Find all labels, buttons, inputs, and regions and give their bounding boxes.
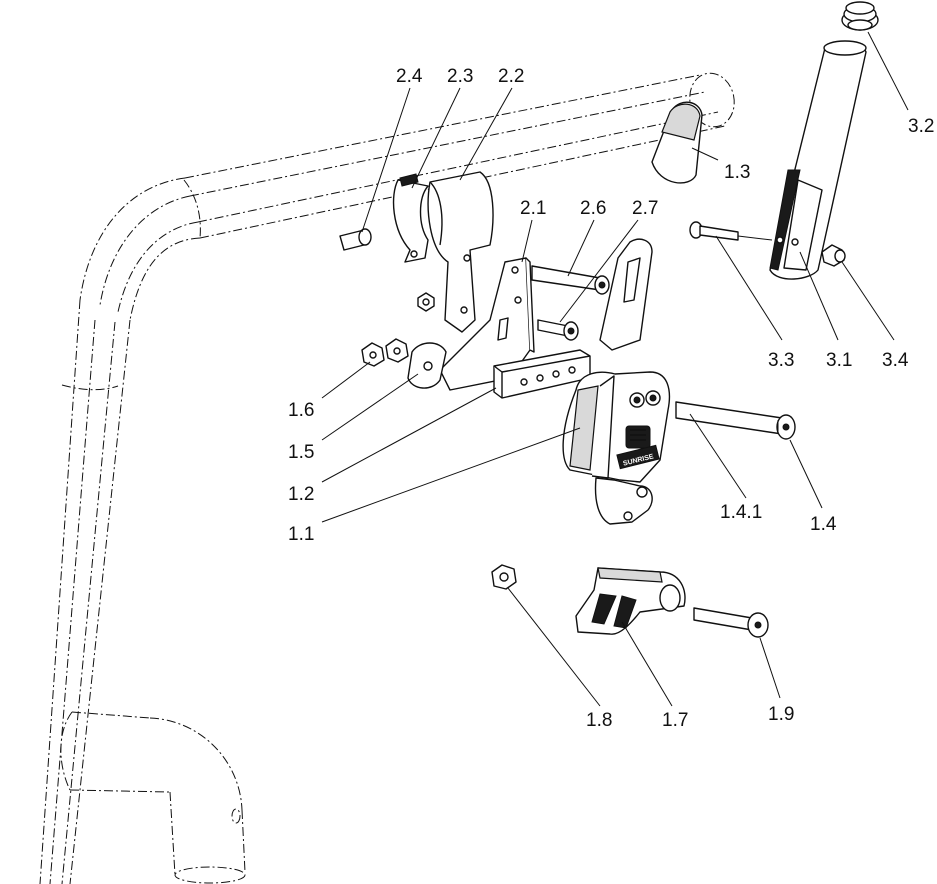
bracket-plate-2-1 — [439, 257, 535, 391]
nut-3-4 — [821, 244, 846, 267]
bolt-2-6 — [531, 265, 610, 295]
handle-grip-1-3 — [651, 101, 703, 184]
callout-2-3: 2.3 — [447, 66, 473, 87]
washer-plate-1-5 — [407, 342, 447, 389]
callout-1-9: 1.9 — [768, 704, 794, 725]
callout-1-4-1: 1.4.1 — [720, 502, 762, 523]
nuts-1-6 — [361, 338, 409, 367]
callout-3-2: 3.2 — [908, 116, 934, 137]
callout-2-7: 2.7 — [632, 198, 658, 219]
lever-plate — [599, 238, 653, 351]
frame-elbow — [60, 711, 246, 884]
clamp-bracket-2-2 — [427, 171, 494, 333]
callout-1-4: 1.4 — [810, 514, 837, 535]
callout-2-6: 2.6 — [580, 198, 606, 219]
nut-small — [417, 292, 435, 312]
frame-tube — [39, 72, 735, 884]
callout-2-4: 2.4 — [396, 66, 423, 87]
armrest-tube-3-1 — [769, 40, 867, 280]
callout-1-1: 1.1 — [288, 524, 314, 545]
callout-3-1: 3.1 — [826, 350, 852, 371]
bolt-3-3 — [689, 221, 773, 241]
leader-lines — [321, 31, 909, 707]
clamp-ring-2-3 — [392, 173, 429, 263]
screw-1-9 — [693, 607, 769, 638]
callout-1-3: 1.3 — [724, 162, 750, 183]
cap-3-2 — [841, 1, 879, 31]
nut-1-8 — [491, 564, 517, 590]
callout-labels: 2.4 2.3 2.2 1.3 3.2 2.1 2.6 2.7 3.3 3.1 … — [288, 66, 934, 731]
callout-2-1: 2.1 — [520, 198, 546, 219]
callout-1-6: 1.6 — [288, 400, 314, 421]
callout-1-8: 1.8 — [586, 710, 612, 731]
bolt-1-4 — [675, 401, 796, 440]
screw-2-7 — [537, 319, 579, 341]
callout-3-4: 3.4 — [882, 350, 909, 371]
pin-2-4 — [339, 228, 372, 251]
clamp-clip-1-7 — [575, 567, 686, 635]
callout-1-2: 1.2 — [288, 484, 314, 505]
callout-1-7: 1.7 — [662, 710, 688, 731]
main-clamp-1-1: SUNRISE — [562, 371, 671, 525]
callout-1-5: 1.5 — [288, 442, 314, 463]
callout-2-2: 2.2 — [498, 66, 524, 87]
callout-3-3: 3.3 — [768, 350, 794, 371]
